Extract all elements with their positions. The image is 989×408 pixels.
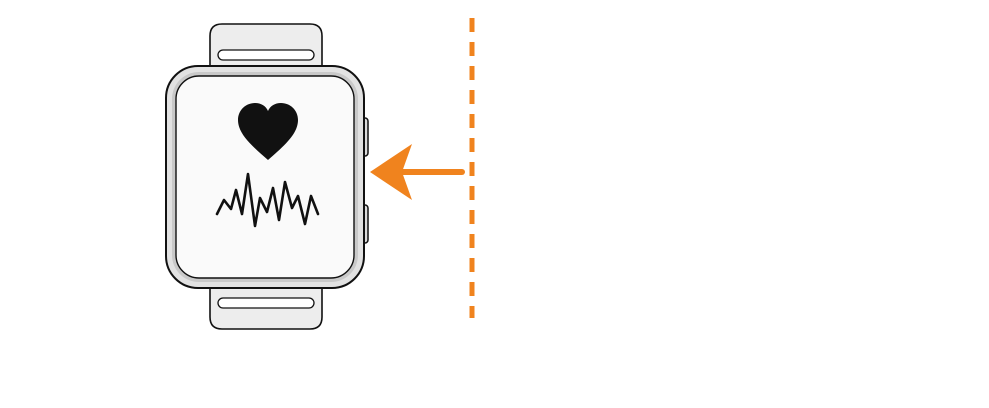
watch-band-bottom-slot [218,298,314,308]
thumb-crease [855,319,868,328]
watch-band-top-slot [218,50,314,60]
knuckle-3-outline [918,212,985,292]
knuckle-1-outline [852,64,917,132]
thumb-outline [790,301,985,359]
watch-band-top [210,24,322,72]
placement-guide [370,18,472,318]
smartwatch [166,24,368,329]
arm-top-outline [8,11,878,64]
arm-bottom-outline [8,300,989,405]
arm-and-hand [8,11,989,405]
watch-screen [176,76,354,278]
knuckle-2-outline [890,131,959,212]
